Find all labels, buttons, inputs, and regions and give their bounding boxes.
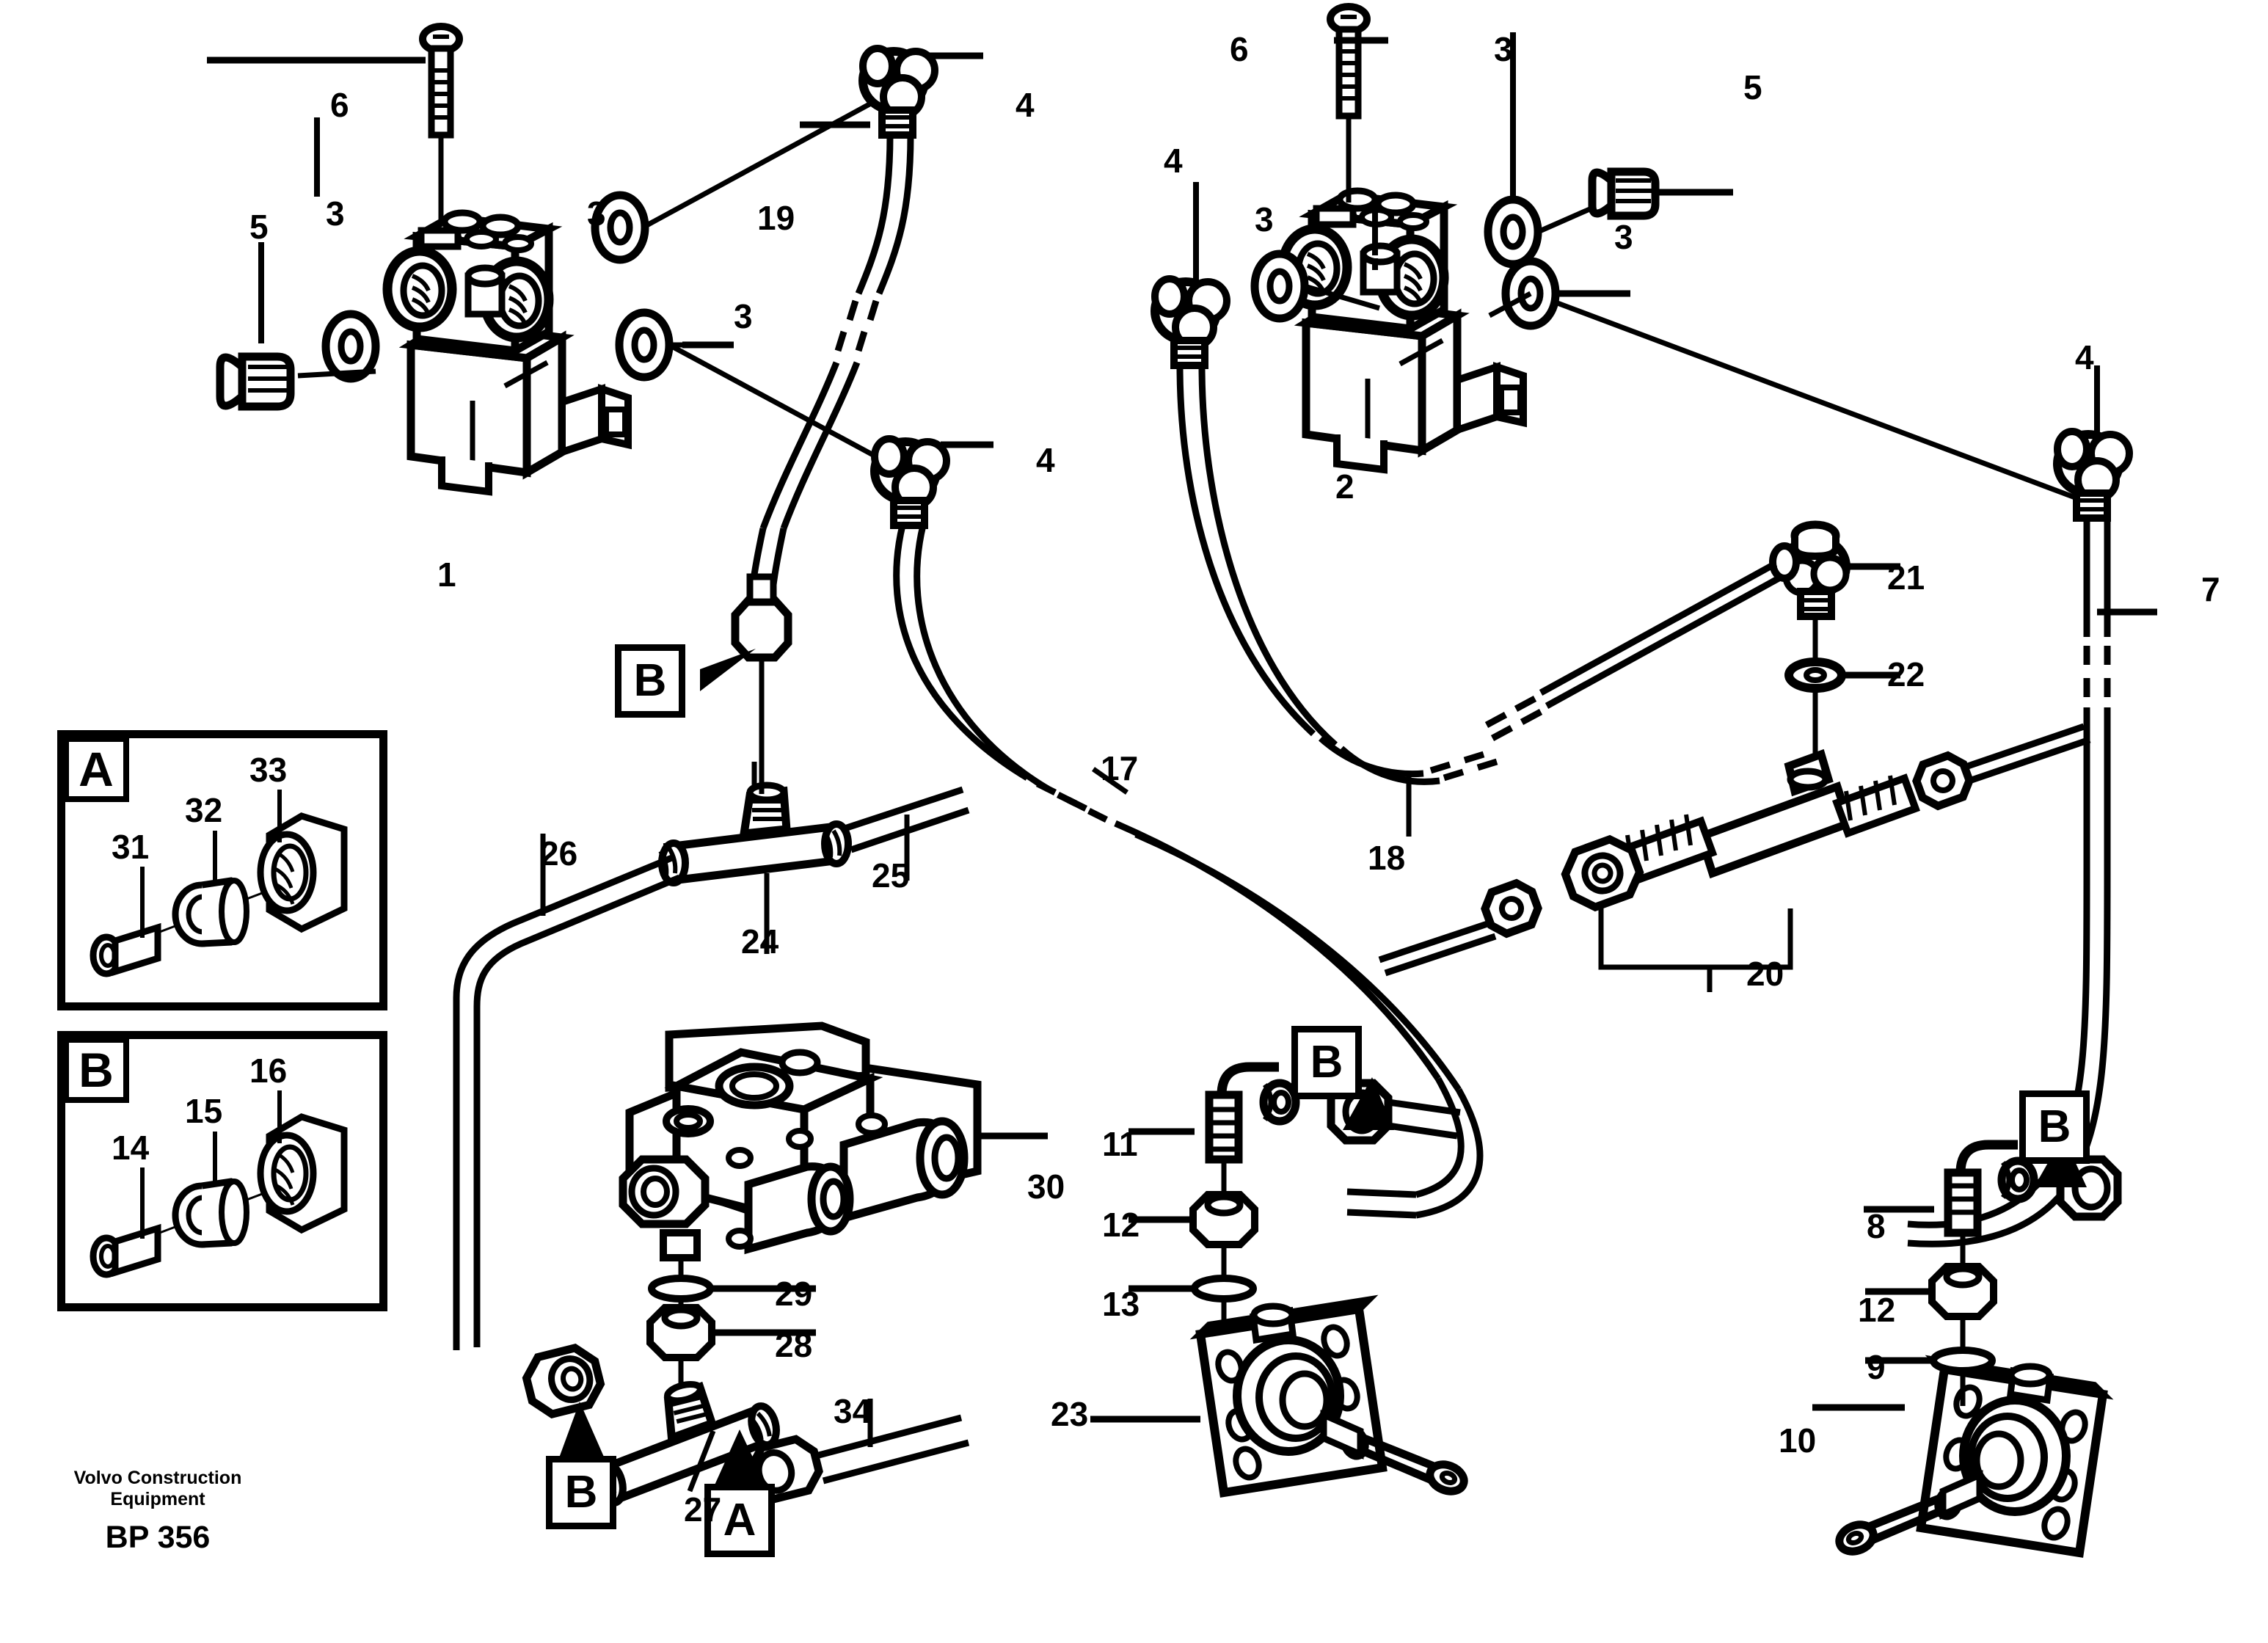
callout-b-center-label: B: [1310, 1037, 1343, 1088]
label-22-seal-washer: 22: [1887, 655, 1925, 693]
label-10-brake-cylinder: 10: [1779, 1421, 1817, 1460]
detail-label-14: 14: [112, 1129, 150, 1167]
label-26-tube-line: 26: [540, 834, 578, 872]
label-4-far-right-elbow: 4: [2075, 338, 2094, 376]
detail-view-a: [57, 730, 387, 1010]
plug-5-right-art: [1588, 167, 1660, 220]
label-3-left-washer-plug: 3: [326, 194, 345, 233]
label-28-lock-nut: 28: [775, 1326, 813, 1364]
label-12-lock-nut-center: 12: [1102, 1206, 1140, 1244]
label-2-right-solenoid-valve: 2: [1335, 467, 1354, 506]
label-34-tube-line: 34: [834, 1392, 872, 1430]
label-11-elbow-fitting: 11: [1102, 1125, 1138, 1163]
callout-a-lower-center-label: A: [723, 1495, 756, 1545]
banjo-21-art: [1769, 520, 1851, 620]
callout-b-right: B: [2019, 1090, 2090, 1164]
label-3-right-washer-left: 3: [1255, 200, 1274, 238]
label-20-bulkhead-union: 20: [1746, 955, 1784, 993]
label-17-hose: 17: [1101, 749, 1139, 787]
detail-tag-b: B: [63, 1037, 129, 1103]
callout-b-right-label: B: [2038, 1101, 2071, 1152]
label-3-left-washer-top: 3: [587, 194, 606, 233]
detail-label-33: 33: [249, 751, 288, 789]
label-1-left-solenoid-valve: 1: [437, 555, 456, 594]
detail-tag-b-label: B: [79, 1043, 114, 1097]
label-8-elbow-fitting: 8: [1867, 1207, 1886, 1245]
detail-tag-a: A: [63, 736, 129, 802]
label-3-left-washer-mid: 3: [734, 297, 753, 335]
callout-b-lower-left: B: [546, 1456, 616, 1529]
label-23-brake-cylinder: 23: [1051, 1395, 1089, 1433]
manufacturer-logo: Volvo Construction Equipment BP 356: [66, 1468, 249, 1556]
label-9-o-ring: 9: [1867, 1348, 1886, 1386]
elbow-11-art: [1205, 1062, 1300, 1164]
bolt-6-left-art: [419, 23, 463, 225]
callout-b-center: B: [1291, 1026, 1362, 1099]
detail-view-b: [57, 1031, 387, 1311]
logo-line-1: Volvo Construction: [73, 1468, 242, 1488]
detail-label-32: 32: [185, 791, 223, 829]
label-13-o-ring: 13: [1102, 1285, 1140, 1323]
label-5-left-plug: 5: [249, 208, 269, 246]
label-3-right-washer-top: 3: [1494, 30, 1513, 68]
bulkhead-union-20-art: [1481, 748, 1974, 939]
label-6-right-bolt: 6: [1230, 30, 1249, 68]
label-18-hose: 18: [1368, 839, 1406, 877]
detail-label-31: 31: [112, 828, 150, 866]
label-21-banjo-fitting: 21: [1887, 558, 1925, 597]
label-24-tee-fitting: 24: [741, 922, 779, 961]
label-4-right-elbow-left: 4: [1164, 142, 1183, 180]
label-30-valve-block: 30: [1027, 1167, 1065, 1206]
detail-label-16: 16: [249, 1052, 288, 1090]
valve-block-30-art: [619, 1021, 982, 1261]
label-6-left-bolt: 6: [330, 86, 349, 124]
label-29-o-ring: 29: [775, 1275, 813, 1313]
detail-tag-a-label: A: [79, 742, 114, 796]
bolt-6-right-art: [1327, 3, 1371, 203]
logo-line-2: Equipment: [110, 1489, 205, 1509]
union-nut-b-lower-left-art: [522, 1343, 605, 1419]
plug-5-left-art: [216, 352, 295, 411]
detail-label-15: 15: [185, 1092, 223, 1130]
label-25-tube-line: 25: [872, 856, 910, 895]
plate-code: BP 356: [105, 1520, 211, 1555]
label-4-left-elbow-top: 4: [1016, 86, 1035, 124]
callout-b-upper-left: B: [615, 644, 685, 718]
callout-b-lower-left-label: B: [564, 1467, 598, 1518]
label-5-right-plug: 5: [1743, 68, 1762, 106]
label-4-left-elbow-lower: 4: [1036, 441, 1055, 479]
label-12-lock-nut-right: 12: [1858, 1291, 1896, 1329]
callout-b-upper-left-label: B: [633, 655, 667, 706]
union-nut-b-center-art: [731, 573, 792, 662]
label-7-hose: 7: [2201, 570, 2220, 608]
callout-a-lower-center: A: [704, 1484, 775, 1557]
label-27-tee-fitting: 27: [684, 1490, 722, 1529]
label-19-hose: 19: [757, 199, 795, 237]
label-3-right-washer-right: 3: [1614, 218, 1633, 256]
